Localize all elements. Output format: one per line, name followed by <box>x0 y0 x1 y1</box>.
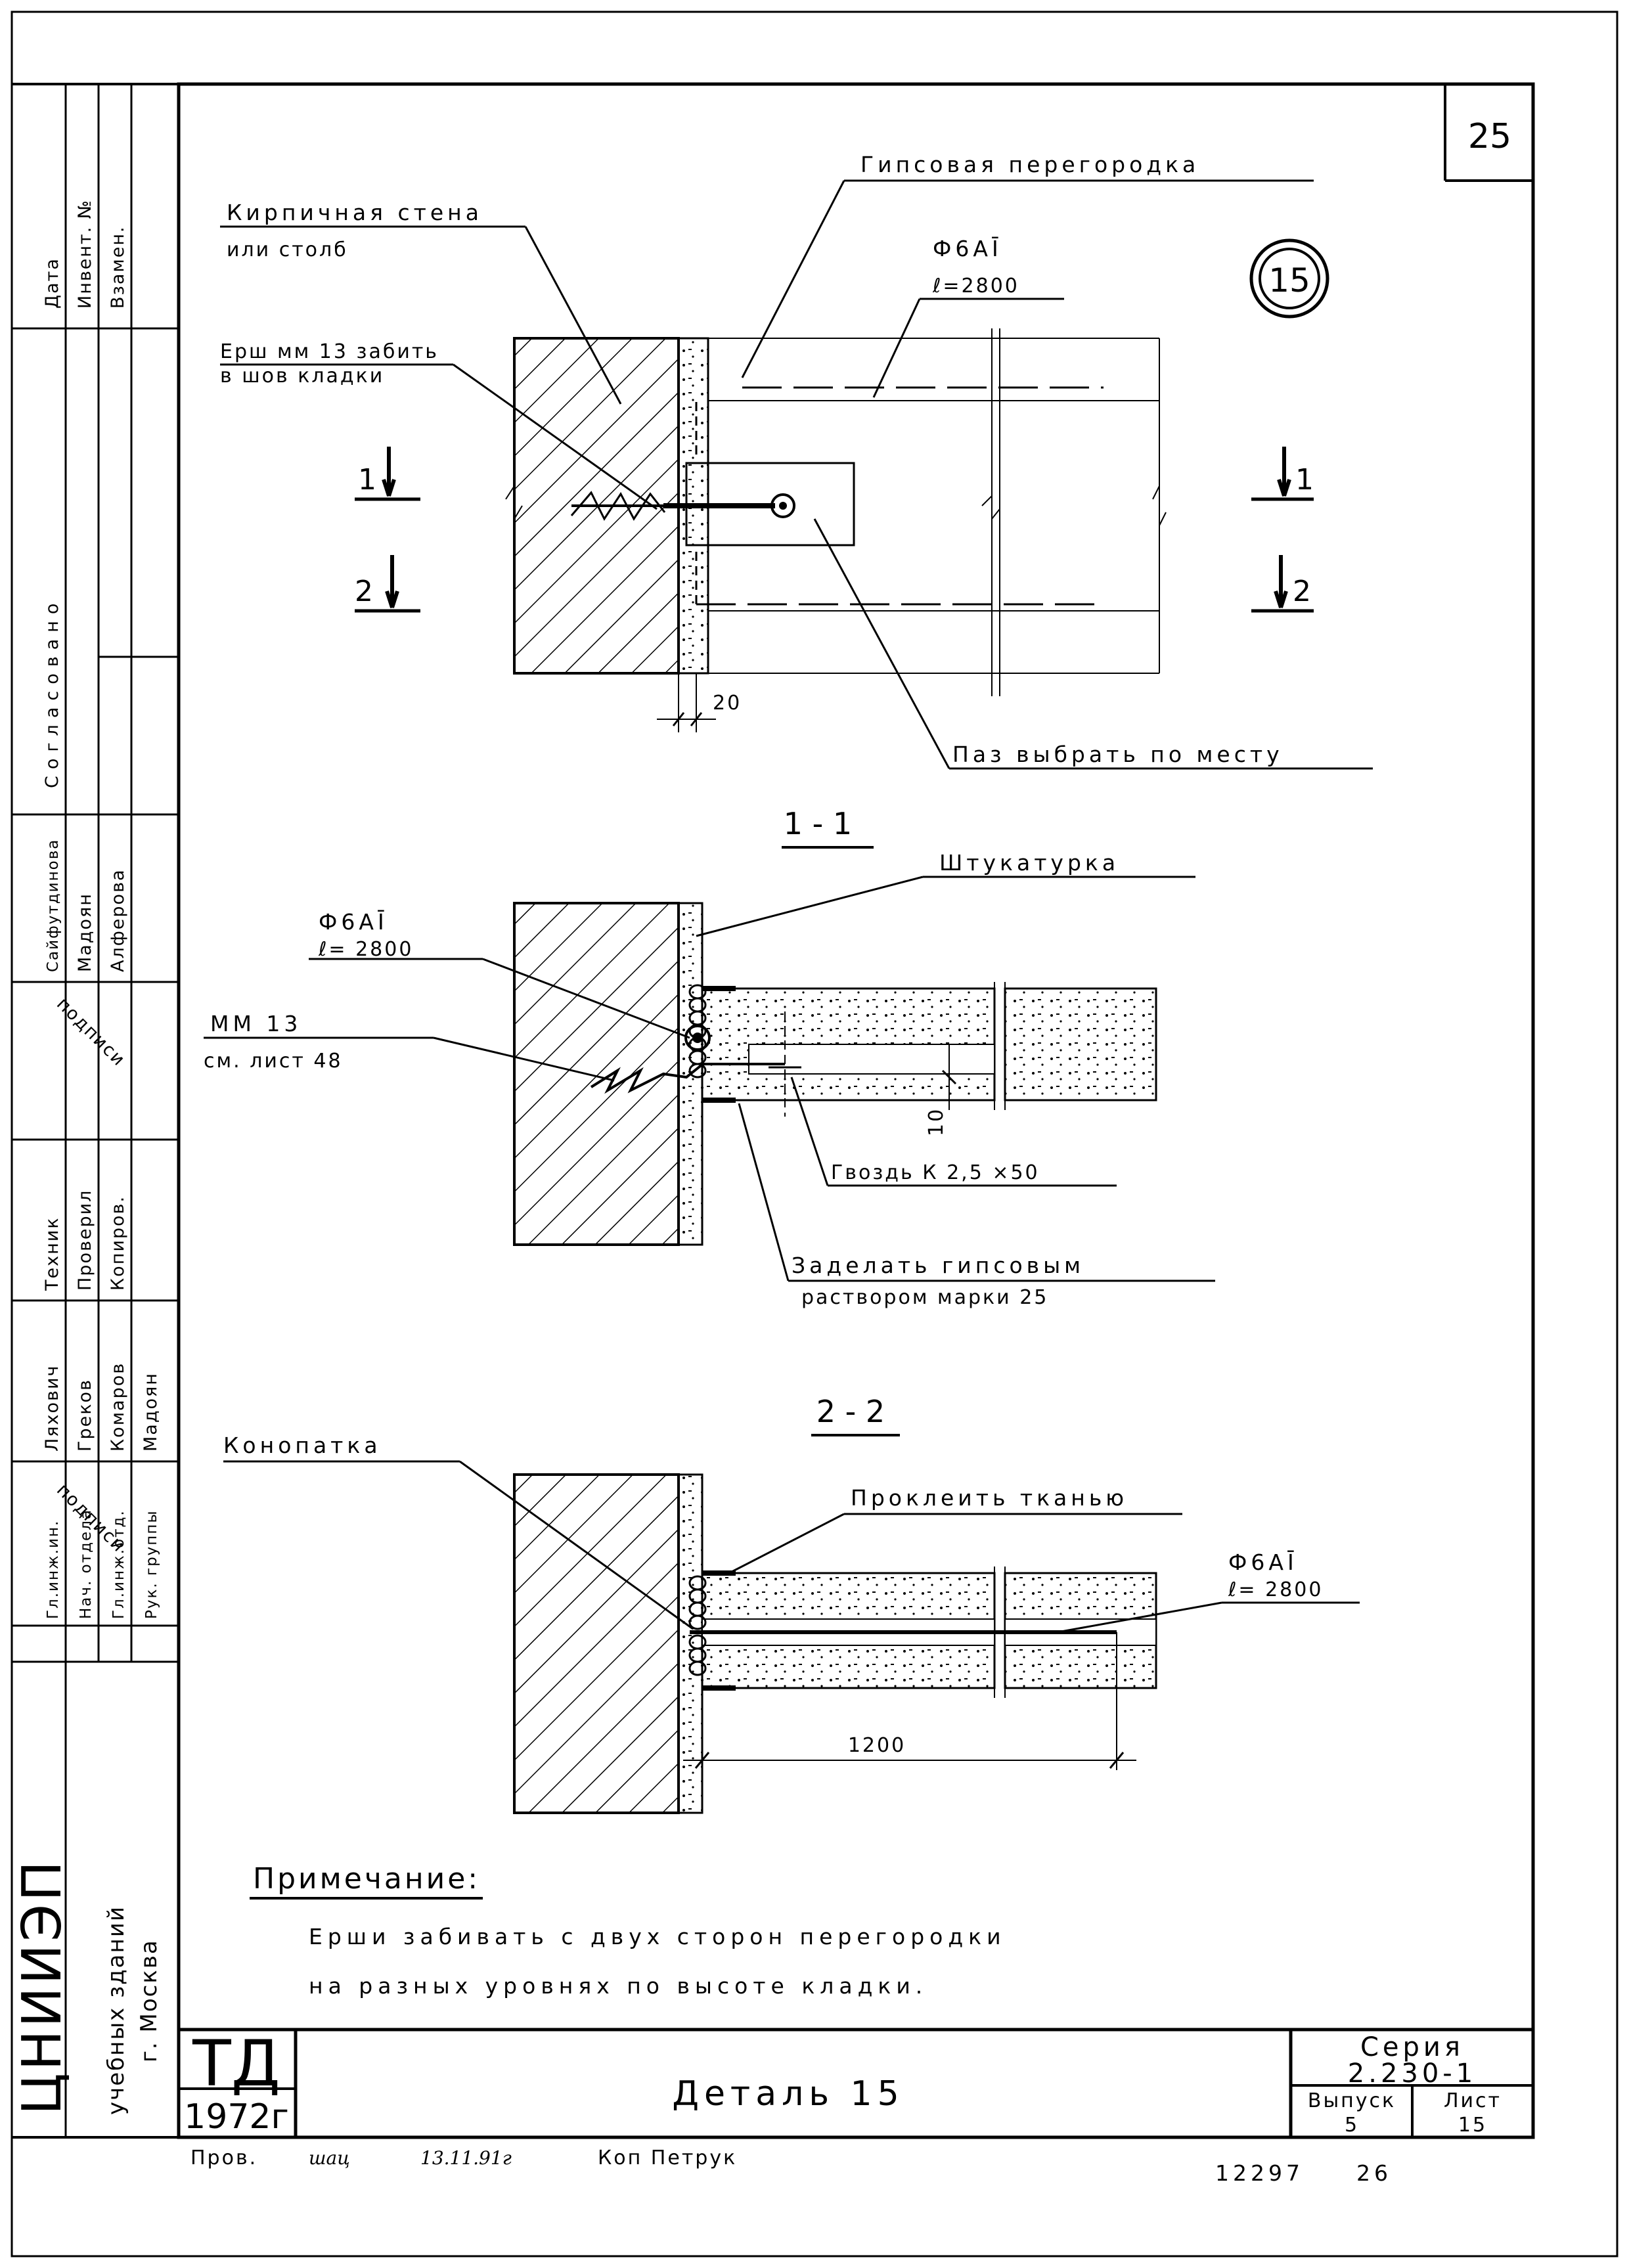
footer-prov: Пров. <box>190 2146 257 2169</box>
section1-nail-label: Гвоздь К 2,5 ×50 <box>831 1161 1040 1184</box>
footer: Пров. шац 13.11.91г Коп Петрук 12297 26 <box>190 2146 1392 2186</box>
title-series-label: Серия <box>1360 2032 1464 2062</box>
title-sheet-label: Лист <box>1444 2089 1502 2112</box>
section2-dim-1200: 1200 <box>848 1734 906 1757</box>
plan-cut1-right: 1 <box>1295 463 1314 497</box>
stamp-podpisi-1: подписи <box>53 994 129 1071</box>
plan-view: 20 1 2 1 2 Кирпичная стена или столб Гип… <box>220 152 1373 770</box>
section1-dim-10: 10 <box>925 1107 948 1136</box>
stamp-org-line2: учебных зданий <box>103 1905 129 2115</box>
section1-mm-label-2: см. лист 48 <box>204 1050 343 1073</box>
section1-fill-label-1: Заделать гипсовым <box>792 1253 1084 1278</box>
plan-cut2-left: 2 <box>355 575 373 608</box>
plan-wall-label-2: или столб <box>227 238 348 261</box>
plan-rod-label-2: ℓ=2800 <box>932 275 1019 298</box>
stamp-vzamen: Взамен. <box>108 225 128 309</box>
plan-dim-20: 20 <box>713 692 742 715</box>
detail-marker-number: 15 <box>1268 261 1310 300</box>
stamp-role-1b: Проверил <box>75 1190 95 1291</box>
section-1-1: 1 - 1 10 <box>204 806 1215 1309</box>
footer-doc-number: 12297 <box>1215 2160 1304 2186</box>
section-2-2: 2 - 2 1200 <box>223 1394 1360 1814</box>
section1-plaster <box>677 902 703 1246</box>
stamp-role-2b: Нач. отдела <box>78 1509 95 1619</box>
plan-wall-label-1: Кирпичная стена <box>227 200 483 225</box>
plan-partition-label: Гипсовая перегородка <box>860 152 1199 177</box>
stamp-name-1c: Алферова <box>108 868 128 972</box>
sheet-frame <box>11 11 1618 2257</box>
section1-title: 1 - 1 <box>784 806 852 841</box>
note-block: Примечание: Ерши забивать с двух сторон … <box>250 1862 1006 1999</box>
side-stamp: Дата Инвент. № Взамен. Согласовано Сайфу… <box>11 84 179 2137</box>
note-line-2: на разных уровнях по высоте кладки. <box>309 1973 927 1999</box>
title-year: 1972г <box>184 2097 289 2137</box>
detail-marker: 15 <box>1249 238 1329 319</box>
stamp-invent: Инвент. № <box>75 199 95 309</box>
plan-cut1-left: 1 <box>358 463 376 497</box>
section1-rod-label-2: ℓ= 2800 <box>318 938 413 961</box>
footer-page-total: 26 <box>1356 2160 1392 2186</box>
plan-rod-label-1: Ф6АĪ <box>933 236 1002 261</box>
section1-slab-right <box>1004 987 1157 1101</box>
section2-rod-label-2: ℓ= 2800 <box>1228 1578 1323 1601</box>
footer-date: 13.11.91г <box>420 2147 512 2169</box>
page-number-box: 25 <box>1444 84 1533 182</box>
stamp-name-2b: Греков <box>75 1379 95 1452</box>
section2-brick-wall <box>513 1473 680 1814</box>
section1-rod-label-1: Ф6АĪ <box>319 909 388 935</box>
stamp-name-2a: Ляхович <box>42 1365 62 1452</box>
title-logo: ТД <box>192 2027 280 2101</box>
section1-fill-label-2: раствором марки 25 <box>801 1286 1048 1309</box>
stamp-name-2d: Мадоян <box>141 1372 161 1452</box>
plan-ruff-label-1: Ерш мм 13 забить <box>220 340 439 363</box>
section2-rod-label-1: Ф6АĪ <box>1228 1549 1298 1575</box>
plan-ruff-label-2: в шов кладки <box>220 365 384 388</box>
title-series-value: 2.230-1 <box>1348 2058 1477 2089</box>
stamp-role-2d: Рук. группы <box>143 1509 160 1619</box>
section2-title: 2 - 2 <box>816 1394 885 1429</box>
section2-caulk-label: Конопатка <box>223 1433 382 1458</box>
page-number: 25 <box>1468 117 1511 156</box>
stamp-role-2a: Гл.инж.ин. <box>45 1520 62 1619</box>
section2-glue-label: Проклеить тканью <box>851 1485 1128 1511</box>
plan-groove-label: Паз выбрать по месту <box>952 742 1283 767</box>
title-sheet-value: 15 <box>1458 2114 1487 2137</box>
section1-mm-label-1: ММ 13 <box>210 1011 301 1036</box>
stamp-name-1b: Мадоян <box>75 893 95 972</box>
stamp-role-1c: Копиров. <box>108 1195 128 1291</box>
title-issue-value: 5 <box>1345 2114 1359 2137</box>
stamp-data: Дата <box>42 257 62 309</box>
section1-plaster-label: Штукатурка <box>939 850 1119 876</box>
stamp-role-2c: Гл.инж.отд. <box>110 1509 127 1619</box>
section1-brick-wall <box>513 902 680 1246</box>
footer-signature: шац <box>309 2147 350 2169</box>
stamp-role-1a: Техник <box>42 1216 62 1291</box>
stamp-name-1a: Сайфутдинова <box>45 839 62 972</box>
stamp-org-line3: г. Москва <box>136 1939 162 2062</box>
plan-cut2-right: 2 <box>1293 575 1311 608</box>
footer-copier: Коп Петрук <box>598 2146 737 2169</box>
title-block: ТД 1972г Деталь 15 Серия 2.230-1 Выпуск … <box>179 2027 1533 2137</box>
stamp-soglasovano: Согласовано <box>42 597 62 788</box>
stamp-org-name: ЦНИИЭП <box>11 1858 74 2115</box>
title-issue-label: Выпуск <box>1308 2089 1396 2112</box>
note-line-1: Ерши забивать с двух сторон перегородки <box>309 1924 1006 1949</box>
note-title: Примечание: <box>253 1862 480 1896</box>
stamp-name-2c: Комаров <box>108 1362 128 1452</box>
section1-groove <box>748 1044 995 1075</box>
title-detail: Деталь 15 <box>672 2074 904 2114</box>
